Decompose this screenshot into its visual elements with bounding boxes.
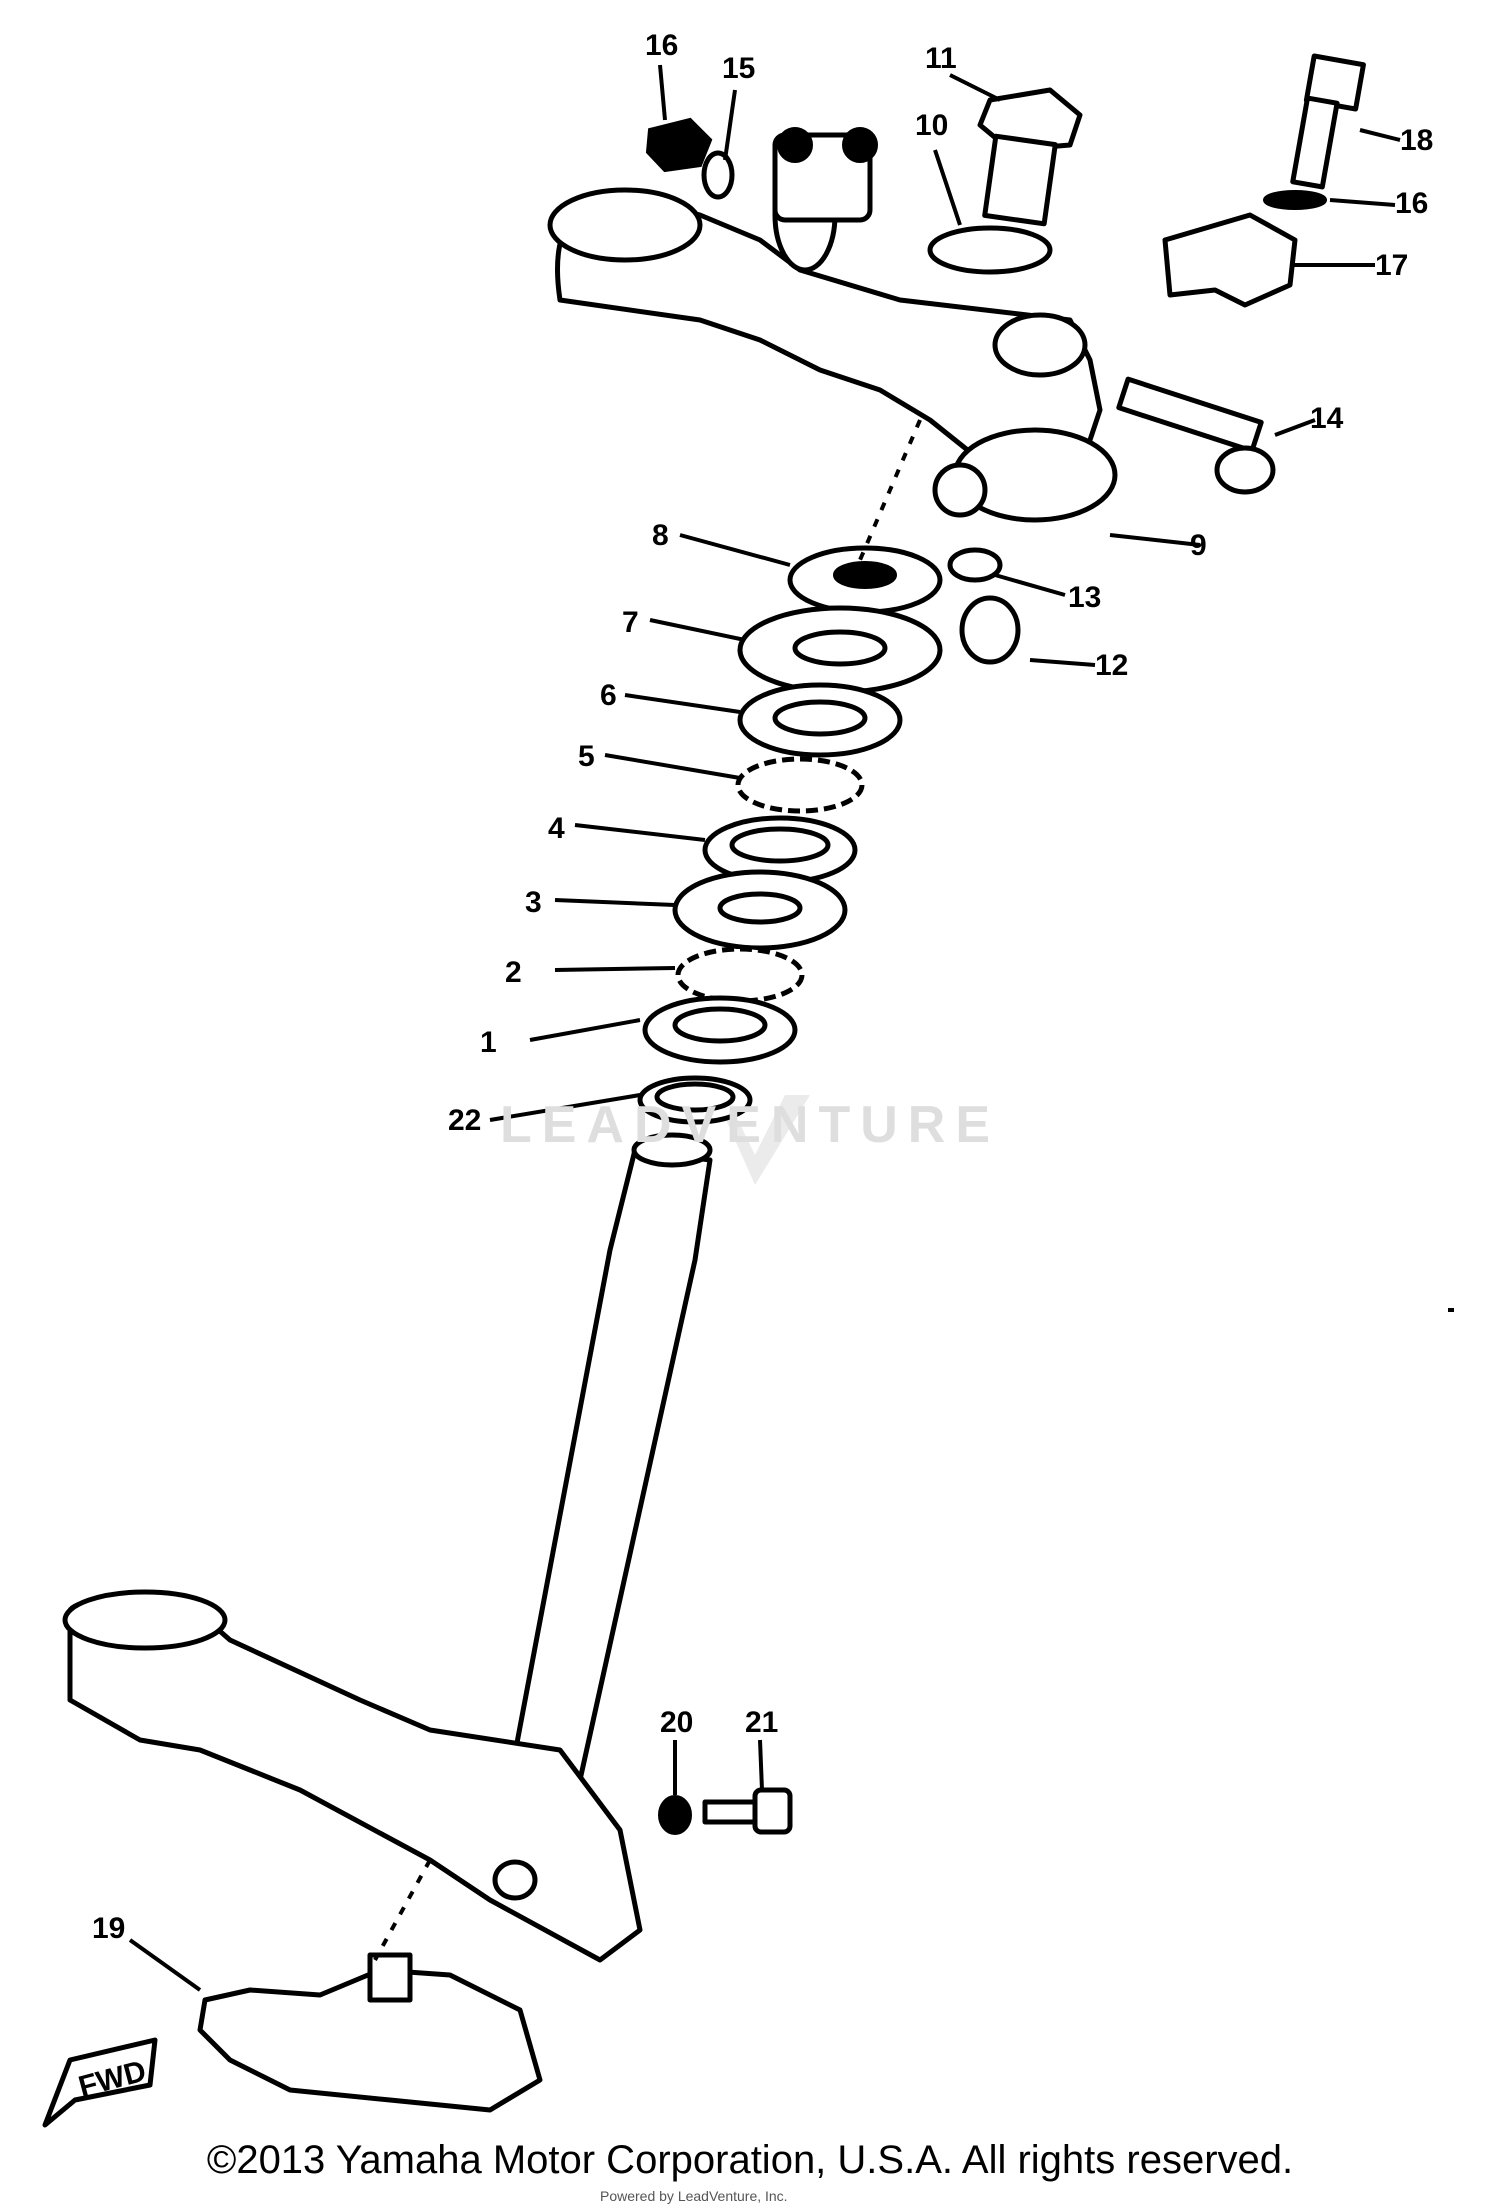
- cap-12: [959, 595, 1021, 665]
- upper-bracket: [547, 127, 1118, 523]
- washer-15: [701, 150, 735, 200]
- speck: [1448, 1308, 1454, 1312]
- callout-16-top: 16: [645, 29, 678, 62]
- steering-stem-under-bracket: [62, 1132, 713, 1963]
- callout-19: 19: [92, 1912, 125, 1945]
- callout-13: 13: [1068, 581, 1101, 614]
- bolt-21: [702, 1787, 793, 1835]
- callout-22: 22: [448, 1104, 481, 1137]
- callout-6: 6: [600, 679, 617, 712]
- copyright-notice: ©2013 Yamaha Motor Corporation, U.S.A. A…: [206, 2138, 1294, 2182]
- pinch-bolt-14: [1116, 376, 1276, 495]
- callout-14: 14: [1310, 402, 1344, 435]
- callout-9: 9: [1190, 529, 1207, 562]
- nut-16: [645, 117, 713, 173]
- callout-5: 5: [578, 740, 595, 773]
- race-4: [702, 815, 858, 885]
- callout-12: 12: [1095, 649, 1128, 682]
- dust-seal-22: [637, 1075, 753, 1125]
- callout-10: 10: [915, 109, 948, 142]
- cover-7: [737, 605, 943, 695]
- ball-bearing-5: [735, 756, 865, 814]
- washer-16: [1263, 190, 1327, 210]
- callout-3: 3: [525, 886, 542, 919]
- leader-lines: [128, 64, 1401, 1992]
- stem-bolt-11: [977, 87, 1083, 227]
- callout-15: 15: [722, 52, 755, 85]
- washer-10: [927, 225, 1053, 275]
- forward-arrow-icon: FWD: [42, 2037, 158, 2128]
- callout-2: 2: [505, 956, 522, 989]
- race-3: [672, 869, 848, 951]
- callout-4: 4: [548, 812, 565, 845]
- ball-bearing-2: [675, 946, 805, 1004]
- powered-by-byline: Powered by LeadVenture, Inc.: [600, 2188, 788, 2204]
- ring-nut-8: [787, 545, 943, 615]
- watermark-logo-icon: [715, 1095, 810, 1185]
- callout-20: 20: [660, 1706, 693, 1739]
- race-6: [737, 682, 903, 758]
- race-1: [642, 995, 798, 1065]
- washer-13: [947, 547, 1003, 583]
- callout-11: 11: [925, 42, 957, 75]
- handlebar-holder-cap: [1162, 212, 1298, 308]
- bracket-plate-19: [197, 1952, 543, 2113]
- callout-1: 1: [480, 1026, 497, 1059]
- callout-16-right: 16: [1395, 187, 1428, 220]
- bolt-18: [1290, 53, 1366, 190]
- nut-20: [658, 1795, 692, 1835]
- callout-7: 7: [622, 606, 639, 639]
- callout-18: 18: [1400, 124, 1433, 157]
- callout-21: 21: [745, 1706, 778, 1739]
- callout-8: 8: [652, 519, 669, 552]
- callout-17: 17: [1375, 249, 1408, 282]
